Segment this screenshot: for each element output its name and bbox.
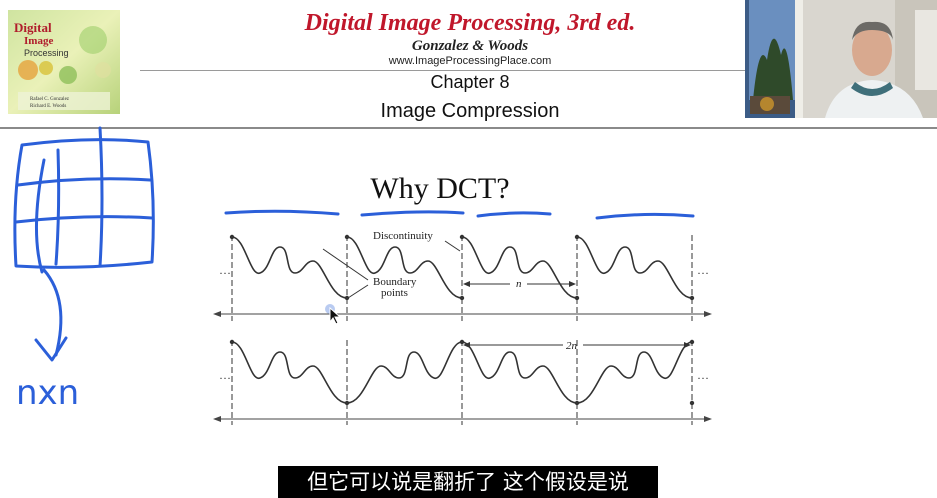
top-boundary-point bbox=[229, 234, 235, 240]
n-arrow-left bbox=[463, 281, 470, 287]
book-title: Digital Image Processing, 3rd ed. bbox=[304, 10, 636, 36]
dots-right-bottom: ··· bbox=[697, 371, 709, 385]
slide-title: Why DCT? bbox=[370, 172, 510, 205]
dct-periodicity-figure: Discontinuity Boundary points n ··· ··· bbox=[213, 230, 712, 425]
book-authors: Gonzalez & Woods bbox=[411, 38, 529, 54]
website-url: www.ImageProcessingPlace.com bbox=[388, 55, 552, 67]
chapter-title: Image Compression bbox=[380, 100, 560, 122]
dots-left-top: ··· bbox=[219, 266, 231, 280]
ink-grid-vertical-1 bbox=[54, 148, 61, 266]
header-divider bbox=[140, 70, 745, 71]
webcam-video bbox=[745, 0, 937, 118]
ink-underline-1 bbox=[224, 209, 340, 216]
ink-grid-outline bbox=[13, 138, 155, 269]
dots-left-bottom: ··· bbox=[219, 371, 231, 385]
boundary-label: Boundary bbox=[373, 276, 417, 288]
bottom-axis-arrow-right bbox=[704, 416, 712, 422]
cover-author-1: Rafael C. Gonzalez bbox=[30, 97, 70, 102]
two-n-label: 2n bbox=[566, 340, 578, 352]
top-boundary-point bbox=[459, 234, 465, 240]
cover-title-line2: Image bbox=[24, 35, 53, 47]
bottom-boundary-point bbox=[574, 400, 580, 406]
bottom-boundary-point bbox=[229, 339, 235, 345]
ink-grid-horizontal-2 bbox=[14, 215, 154, 224]
bottom-waveform-half-1 bbox=[231, 341, 348, 404]
dots-right-top: ··· bbox=[697, 266, 709, 280]
ink-grid-vertical-3 bbox=[34, 158, 46, 274]
video-subtitle: 但它可以说是翻折了 这个假设是说 bbox=[278, 466, 658, 498]
bottom-waveform-half-4 bbox=[576, 341, 693, 404]
bottom-boundary-point bbox=[689, 400, 695, 406]
ink-grid-horizontal-1 bbox=[16, 177, 152, 187]
ink-handwritten-nxn: nxn bbox=[16, 373, 79, 413]
bottom-boundary-point bbox=[344, 400, 350, 406]
top-waveform-period-3 bbox=[461, 236, 578, 299]
boundary-callout-line-1 bbox=[322, 248, 369, 281]
bottom-boundary-point bbox=[459, 339, 465, 345]
top-axis-arrow-right bbox=[704, 311, 712, 317]
top-boundary-point bbox=[574, 234, 580, 240]
top-boundary-point bbox=[344, 295, 350, 301]
mouse-cursor-icon bbox=[325, 304, 342, 325]
top-boundary-point bbox=[459, 295, 465, 301]
boundary-callout-line-2 bbox=[347, 284, 369, 299]
dct-symmetric-extension: 2n ··· ··· bbox=[213, 339, 712, 425]
ink-grid-vertical-2 bbox=[98, 126, 104, 268]
top-boundary-point bbox=[574, 295, 580, 301]
dft-periodic-extension: Discontinuity Boundary points n ··· ··· bbox=[213, 230, 712, 321]
n-arrow-right bbox=[569, 281, 576, 287]
top-waveform-period-1 bbox=[231, 236, 348, 299]
chapter-number: Chapter 8 bbox=[430, 72, 510, 92]
top-boundary-point bbox=[344, 234, 350, 240]
two-n-arrow-right bbox=[684, 342, 691, 348]
cover-title-line1: Digital bbox=[14, 20, 52, 35]
slide-header-divider bbox=[0, 127, 937, 129]
bottom-waveform-half-2 bbox=[346, 341, 463, 404]
top-boundary-point bbox=[689, 295, 695, 301]
ink-arrow-head bbox=[34, 336, 68, 362]
top-waveform-period-4 bbox=[576, 236, 693, 299]
ink-underline-4 bbox=[595, 212, 695, 220]
discontinuity-callout-line bbox=[444, 240, 461, 252]
cover-title-line3: Processing bbox=[24, 48, 69, 58]
ink-underline-3 bbox=[476, 211, 552, 218]
ink-arrow-shaft bbox=[42, 268, 63, 357]
bottom-waveform-half-3 bbox=[461, 341, 578, 404]
top-waveform-period-2 bbox=[346, 236, 463, 299]
n-label: n bbox=[516, 278, 522, 290]
points-label: points bbox=[381, 287, 408, 299]
ink-underline-2 bbox=[360, 210, 465, 217]
two-n-arrow-left bbox=[463, 342, 470, 348]
bottom-boundary-point bbox=[689, 339, 695, 345]
discontinuity-label: Discontinuity bbox=[373, 230, 433, 242]
book-cover-image: Digital Image Processing Rafael C. Gonza… bbox=[8, 10, 120, 114]
cover-author-2: Richard E. Woods bbox=[30, 104, 66, 109]
top-axis-arrow-left bbox=[213, 311, 221, 317]
bottom-axis-arrow-left bbox=[213, 416, 221, 422]
